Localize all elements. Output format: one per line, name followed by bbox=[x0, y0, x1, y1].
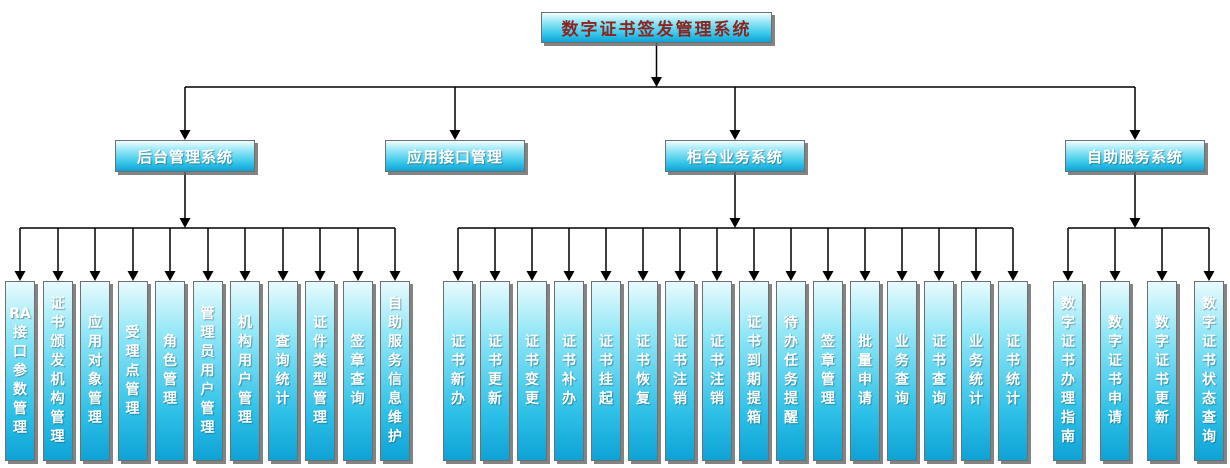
leaf-node: 签章管理 bbox=[813, 281, 843, 461]
leaf-node: 数字证书办理指南 bbox=[1053, 281, 1083, 461]
leaf-node: 数字证书申请 bbox=[1100, 281, 1130, 461]
leaf-node: 待办任务提醒 bbox=[776, 281, 806, 461]
level2-node-api-management: 应用接口管理 bbox=[385, 140, 525, 172]
level2-node-self-service: 自助服务系统 bbox=[1065, 140, 1205, 172]
leaf-node: 证书查询 bbox=[924, 281, 954, 461]
leaf-node: 证书恢复 bbox=[628, 281, 658, 461]
leaf-node: 查询统计 bbox=[267, 281, 298, 461]
leaf-node: 角色管理 bbox=[155, 281, 185, 461]
leaf-node: 管理员用户管理 bbox=[192, 281, 223, 461]
leaf-node: 证书颁发机构管理 bbox=[42, 281, 73, 461]
leaf-node: 受理点管理 bbox=[117, 281, 148, 461]
group-counter-children: 证书新办证书更新证书变更证书补办证书挂起证书恢复证书注销证书注销证书到期提箱待办… bbox=[443, 281, 1028, 461]
level2-node-counter-business: 柜台业务系统 bbox=[665, 140, 805, 172]
leaf-node: 证书注销 bbox=[665, 281, 695, 461]
leaf-node: 证书统计 bbox=[998, 281, 1028, 461]
leaf-node: 证书挂起 bbox=[591, 281, 621, 461]
leaf-node: 证书变更 bbox=[517, 281, 547, 461]
level2-node-backend-management: 后台管理系统 bbox=[115, 140, 255, 172]
leaf-node: 签章查询 bbox=[342, 281, 373, 461]
leaf-node: 业务统计 bbox=[961, 281, 991, 461]
leaf-node: 证书新办 bbox=[443, 281, 473, 461]
leaf-node: 业务查询 bbox=[887, 281, 917, 461]
leaf-node: 数字证书状态查询 bbox=[1194, 281, 1224, 461]
leaf-node: 证书注销 bbox=[702, 281, 732, 461]
leaf-node: 批量申请 bbox=[850, 281, 880, 461]
leaf-node: 证书到期提箱 bbox=[739, 281, 769, 461]
leaf-node: 自助服务信息维护 bbox=[380, 281, 410, 461]
leaf-node: 数字证书更新 bbox=[1147, 281, 1177, 461]
leaf-node: 机构用户管理 bbox=[230, 281, 260, 461]
leaf-node: 证件类型管理 bbox=[305, 281, 335, 461]
leaf-node: 证书补办 bbox=[554, 281, 584, 461]
root-node: 数字证书签发管理系统 bbox=[541, 12, 772, 43]
leaf-node: 应用对象管理 bbox=[80, 281, 110, 461]
group-self-service-children: 数字证书办理指南数字证书申请数字证书更新数字证书状态查询 bbox=[1053, 281, 1224, 461]
leaf-node: 证书更新 bbox=[480, 281, 510, 461]
